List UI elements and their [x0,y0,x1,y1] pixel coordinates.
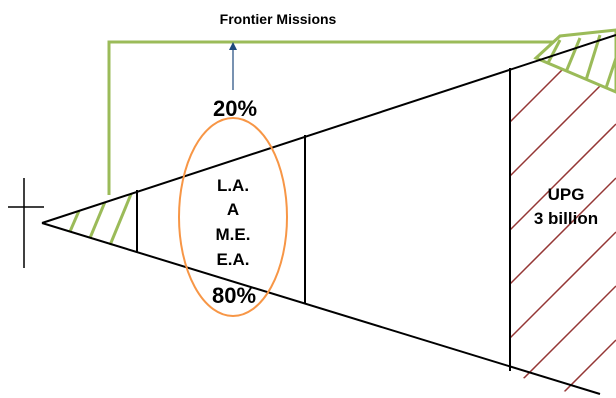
triangle-bottom-edge [41,222,601,395]
frontier-bracket [107,40,560,195]
cross-icon [8,178,44,268]
regions-ellipse [178,117,288,317]
region-label-me: M.E. [216,225,251,244]
upg-count-label: 3 billion [534,209,598,228]
frontier-missions-label: Frontier Missions [220,11,337,27]
up-arrow-icon [229,42,237,90]
upg-hatch [509,35,616,398]
bottom-percent-label: 80% [212,283,256,308]
upg-label: UPG [548,185,585,204]
region-label-la: L.A. [217,176,249,195]
tip-green-hatch [42,150,138,251]
top-percent-label: 20% [213,96,257,121]
frontier-green-wedge [533,28,616,94]
region-label-a: A [227,200,239,219]
region-label-ea: E.A. [216,250,249,269]
